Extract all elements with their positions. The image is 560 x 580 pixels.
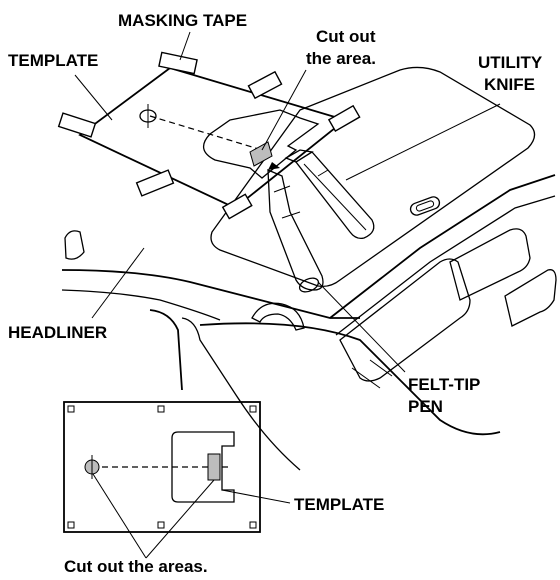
left-visor-clip [64, 230, 85, 260]
pen-body [267, 168, 324, 291]
leader-lines [74, 31, 501, 559]
masking-tape-3 [327, 104, 361, 133]
label-masking-tape: MASKING TAPE [118, 11, 247, 30]
label-template-inset: TEMPLATE [294, 495, 384, 514]
inset-rect-cut [207, 453, 221, 481]
vehicle-interior [61, 66, 557, 471]
inset-template-sheet [63, 401, 261, 533]
roof-panel-outline [210, 66, 536, 288]
side-roof-rail-lower [335, 195, 556, 336]
label-template-top: TEMPLATE [8, 51, 98, 70]
headliner-front-edge [61, 269, 360, 319]
template-sheet [78, 67, 347, 210]
label-felt-tip-pen-line2: PEN [408, 397, 443, 416]
label-felt-tip-pen-line1: FELT-TIP [408, 375, 480, 394]
side-roof-rail [329, 174, 556, 319]
pen-tip [268, 162, 280, 170]
inset-inner-outline [171, 431, 235, 503]
right-sun-visor [339, 258, 471, 382]
template-cut-area [249, 141, 273, 167]
template-inset [63, 401, 261, 533]
grab-handle [251, 302, 305, 331]
labels: MASKING TAPE TEMPLATE Cut out the area. … [8, 11, 543, 576]
masking-tape-4 [57, 112, 97, 138]
knife-blade [284, 149, 314, 163]
label-headliner: HEADLINER [8, 323, 107, 342]
masking-tape-1 [158, 51, 198, 75]
template-center-line [149, 115, 263, 151]
masking-tape-6 [221, 193, 253, 220]
label-utility-knife-line2: KNIFE [484, 75, 535, 94]
rearview-mirror [449, 228, 531, 301]
felt-tip-pen [267, 162, 324, 293]
label-cut-out-area-line1: Cut out [316, 27, 376, 46]
pen-cap-end [298, 277, 320, 293]
label-utility-knife-line1: UTILITY [478, 53, 543, 72]
knife-handle [295, 151, 375, 240]
utility-knife [284, 149, 375, 240]
vanity-mirror-right [504, 269, 557, 327]
a-pillar-inner [181, 317, 301, 471]
label-cut-out-areas: Cut out the areas. [64, 557, 208, 576]
sunroof-switch [409, 196, 441, 216]
label-cut-out-area-line2: the area. [306, 49, 376, 68]
windshield-frame [199, 322, 501, 436]
headliner-lower-edge [61, 289, 221, 321]
masking-tape-2 [247, 70, 283, 100]
template-inner-outline [203, 109, 320, 179]
template-top [57, 51, 361, 220]
masking-tape-5 [135, 169, 175, 197]
headliner-fold [351, 359, 393, 389]
a-pillar [149, 309, 183, 391]
